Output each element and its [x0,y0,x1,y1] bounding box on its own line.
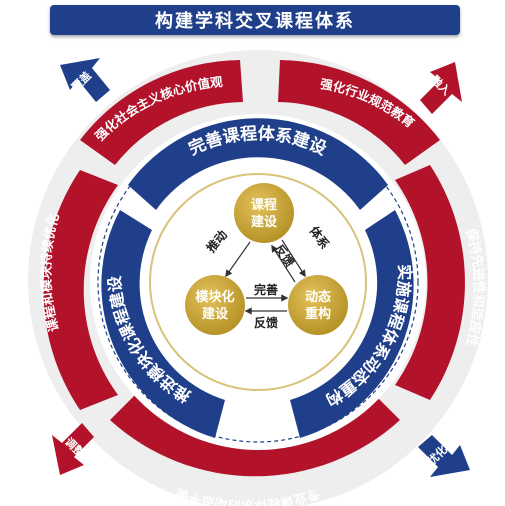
corner-arrow-bottom-right [418,435,470,477]
center-node-top: 课程 建设 [234,183,294,243]
center-node-right-line1: 动态 [305,289,331,305]
title-banner: 构建学科交叉课程体系 [50,5,460,35]
edge-top-to-right [281,239,306,278]
page-title: 构建学科交叉课程体系 [155,11,355,32]
corner-arrow-top-right [420,62,462,114]
outer-segment-left [43,170,118,410]
inner-ring-segments [101,118,414,438]
outer-segment-right [395,165,465,400]
edge-top-to-left [225,241,251,278]
corner-arrow-top-left [60,58,110,102]
edge-right-to-top [271,244,296,283]
center-node-left: 模块化 建设 [185,275,245,335]
center-circle [149,173,367,391]
edge-label-bottom-top: 完善 [254,282,278,297]
center-node-right-line2: 重构 [305,306,331,322]
center-node-right: 动态 重构 [288,275,348,335]
corner-arrows [52,58,470,477]
edge-label-bottom-bottom: 反馈 [254,315,278,330]
corner-arrow-bottom-left [52,423,94,475]
inner-segment-left [101,210,225,438]
dashed-ring [97,121,419,443]
center-node-left-line1: 模块化 [195,289,234,305]
outer-segment-top-right [278,60,440,165]
center-node-top-line1: 课程 [251,198,277,213]
outer-segment-top-left [80,60,243,165]
inner-segment-right [290,210,414,438]
outer-segment-bottom [110,395,400,477]
center-node-top-line2: 建设 [251,214,278,230]
inner-segment-top [128,118,388,210]
outer-ring-segments [43,60,465,477]
center-edges [225,239,306,315]
center-node-left-line2: 建设 [202,306,229,322]
